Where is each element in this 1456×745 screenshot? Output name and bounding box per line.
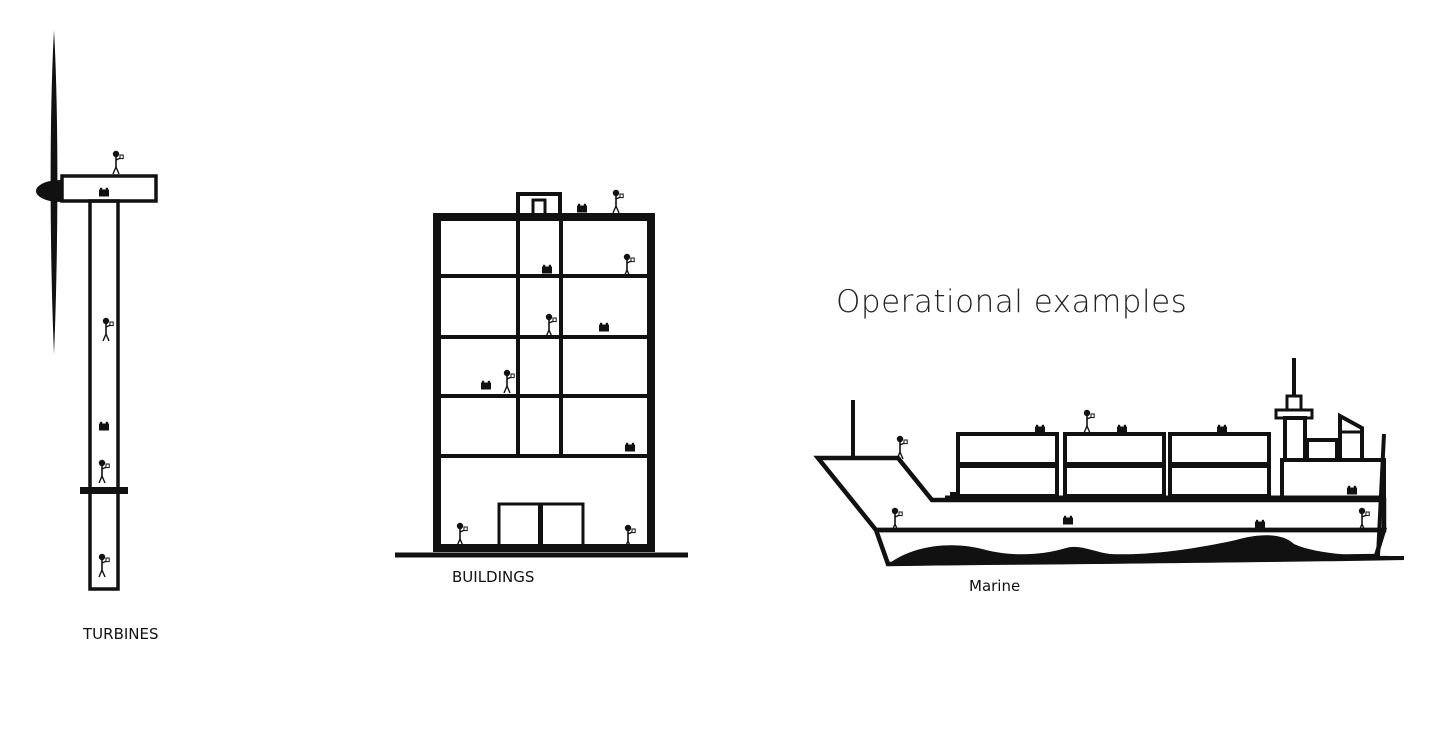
battery-icon: [1035, 424, 1045, 434]
container: [1063, 432, 1166, 466]
battery-icon: [599, 322, 609, 332]
container: [956, 464, 1059, 498]
container: [1168, 464, 1271, 498]
wind-turbine: [36, 30, 158, 591]
battery-icon: [1117, 424, 1127, 434]
battery-icon: [1255, 519, 1265, 529]
person-with-device-icon: [611, 189, 625, 214]
person-with-device-icon: [622, 253, 636, 278]
turbine-tower: [88, 199, 120, 591]
water-wave: [886, 535, 1404, 566]
container: [1063, 464, 1166, 498]
container: [1168, 432, 1271, 466]
person-with-device-icon: [102, 316, 114, 342]
person-with-device-icon: [502, 368, 516, 394]
person-with-device-icon: [98, 458, 110, 484]
person-with-device-icon: [544, 312, 558, 338]
person-with-device-icon: [890, 506, 904, 532]
battery-icon: [625, 442, 635, 452]
rooftop-structure: [516, 192, 562, 218]
ship-superstructure: [1280, 458, 1386, 502]
turbine-hub: [36, 180, 62, 202]
battery-icon: [577, 203, 587, 213]
diagram-title: Operational examples: [836, 284, 1188, 320]
building: [395, 189, 688, 558]
ship: [813, 358, 1404, 567]
turbine-flange: [80, 487, 128, 494]
person-with-device-icon: [455, 521, 469, 547]
battery-icon: [1217, 424, 1227, 434]
battery-icon: [99, 187, 109, 197]
person-with-device-icon: [1083, 408, 1095, 434]
battery-icon: [542, 264, 552, 274]
person-with-device-icon: [1358, 506, 1370, 532]
battery-icon: [481, 380, 491, 390]
container: [956, 432, 1059, 466]
person-with-device-icon: [895, 434, 909, 460]
turbine-nacelle: [60, 174, 158, 203]
battery-icon: [1063, 515, 1073, 525]
battery-icon: [99, 421, 109, 431]
marine-label: Marine: [969, 577, 1021, 595]
battery-icon: [1347, 485, 1357, 495]
person-with-device-icon: [112, 150, 124, 175]
buildings-label: BUILDINGS: [452, 568, 535, 586]
turbines-label: TURBINES: [83, 625, 159, 643]
person-with-device-icon: [98, 552, 110, 578]
